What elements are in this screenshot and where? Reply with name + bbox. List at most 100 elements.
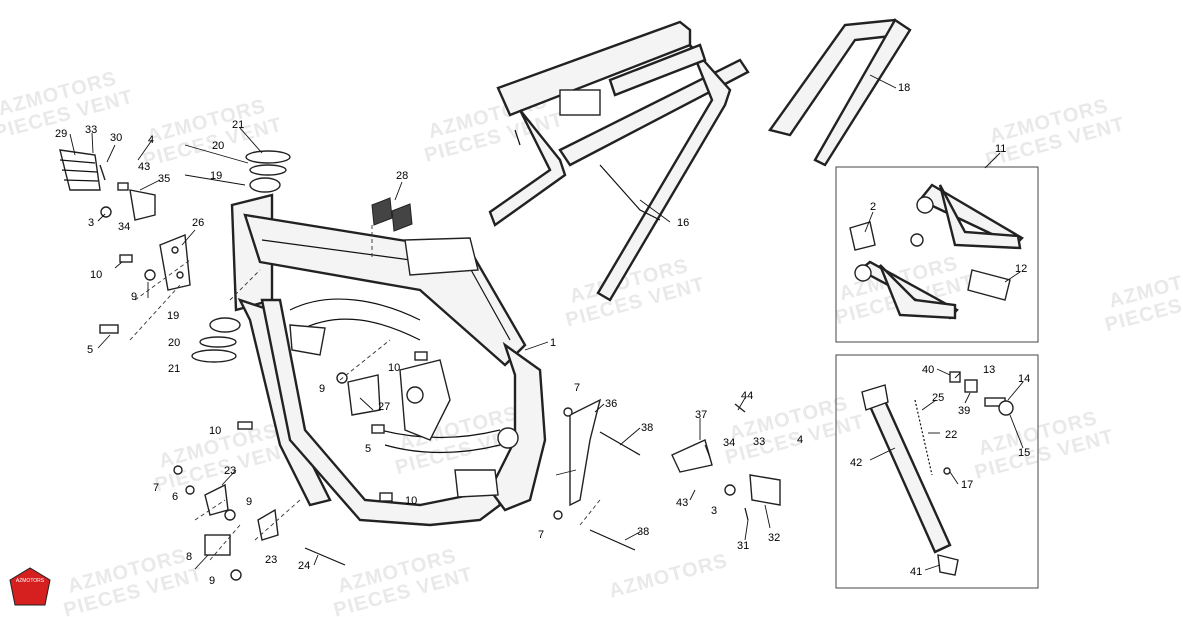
side-stand-head xyxy=(861,384,889,411)
callout-19: 19 xyxy=(167,310,179,322)
frame-foot xyxy=(454,469,499,498)
pivot-plate xyxy=(399,359,451,441)
subframe-right-stay xyxy=(596,44,732,302)
race-20-top xyxy=(249,164,287,176)
callout-20: 20 xyxy=(168,337,180,349)
callout-9: 9 xyxy=(246,496,252,508)
race-20-bottom xyxy=(199,336,237,348)
small-bolt xyxy=(943,467,951,475)
callout-35: 35 xyxy=(158,173,170,185)
callout-26: 26 xyxy=(192,217,204,229)
callout-29: 29 xyxy=(55,128,67,140)
spring-31 xyxy=(744,507,749,521)
callout-24: 24 xyxy=(298,560,310,572)
callout-3: 3 xyxy=(88,217,94,229)
callout-18: 18 xyxy=(898,82,910,94)
callout-40: 40 xyxy=(922,364,934,376)
rear-subframe xyxy=(488,20,750,302)
callout-33: 33 xyxy=(85,124,97,136)
callout-21: 21 xyxy=(168,363,180,375)
callout-9: 9 xyxy=(209,575,215,587)
callout-10: 10 xyxy=(90,269,102,281)
bolt-38a xyxy=(599,431,641,456)
callout-38: 38 xyxy=(641,422,653,434)
footpeg-arm-lower xyxy=(878,264,957,320)
seal-21-bottom xyxy=(191,349,237,363)
callout-4: 4 xyxy=(148,134,154,146)
footpeg-32 xyxy=(749,474,781,506)
bolt-10b xyxy=(237,421,253,430)
left-footpeg-group xyxy=(59,149,156,221)
callout-34: 34 xyxy=(723,437,735,449)
callout-22: 22 xyxy=(945,429,957,441)
callout-20: 20 xyxy=(212,140,224,152)
callout-11: 11 xyxy=(995,143,1006,155)
callout-10: 10 xyxy=(209,425,221,437)
spring-plate xyxy=(998,400,1014,416)
bolt-10d xyxy=(414,351,428,361)
nut-7a xyxy=(173,465,183,475)
callout-28: 28 xyxy=(396,170,408,182)
footpeg-bracket-lower xyxy=(938,184,1022,250)
spring-30 xyxy=(99,164,106,181)
bolt-34 xyxy=(117,182,129,191)
sidestand-box-border xyxy=(835,354,1039,589)
bracket-27 xyxy=(347,374,381,416)
lower-left-parts xyxy=(99,254,346,581)
callout-16: 16 xyxy=(677,217,689,229)
collar xyxy=(964,379,978,393)
callout-leaders xyxy=(69,74,1024,571)
callout-21: 21 xyxy=(232,119,244,131)
bolt-5b xyxy=(371,424,385,434)
side-stand-box xyxy=(835,354,1039,589)
callout-10: 10 xyxy=(388,362,400,374)
swingarm-pivot xyxy=(497,427,519,449)
callout-7: 7 xyxy=(574,382,580,394)
callout-31: 31 xyxy=(737,540,749,552)
callout-17: 17 xyxy=(961,479,973,491)
footpeg-set-box xyxy=(835,166,1039,343)
callout-14: 14 xyxy=(1018,373,1030,385)
grab-handle-right-arm xyxy=(813,18,912,167)
callout-27: 27 xyxy=(378,401,390,413)
subframe-top-rail xyxy=(496,20,692,117)
bracket-36 xyxy=(569,398,602,507)
subframe-plate xyxy=(559,89,601,116)
part-44 xyxy=(734,403,746,413)
callout-labels: 1 2 3 3 4 4 5 5 6 7 7 7 8 9 9 9 9 10 10 … xyxy=(55,82,1030,587)
side-stand-foot xyxy=(937,554,959,576)
watermark-text: AZMOTORS xyxy=(607,550,731,603)
subframe-inner-rail xyxy=(608,43,707,97)
spring xyxy=(914,399,933,476)
callout-6: 6 xyxy=(172,491,178,503)
bolt-10c xyxy=(379,492,393,502)
callout-9: 9 xyxy=(319,383,325,395)
dashed-leaders xyxy=(129,225,601,561)
subframe-crossbar xyxy=(558,58,750,167)
callout-12: 12 xyxy=(1015,263,1027,275)
engine-mount-26 xyxy=(159,234,191,291)
bolt-10 xyxy=(119,254,133,263)
washer-6 xyxy=(185,485,195,495)
callout-8: 8 xyxy=(186,551,192,563)
callout-39: 39 xyxy=(958,405,970,417)
bracket-23b xyxy=(257,508,279,541)
bearing-19-top xyxy=(249,177,281,193)
subframe-left-stay xyxy=(488,109,567,227)
nut-9c xyxy=(230,569,242,581)
azmotors-logo: AZMOTORS xyxy=(9,567,51,606)
callout-32: 32 xyxy=(768,532,780,544)
seal-21-top xyxy=(245,150,291,164)
footpeg-rubber xyxy=(967,269,1011,301)
footpeg-bolt xyxy=(849,221,876,251)
side-stand-leg xyxy=(863,388,952,554)
tank-bracket xyxy=(404,237,479,276)
bolt-38b xyxy=(589,529,636,551)
callout-19: 19 xyxy=(210,170,222,182)
steering-bearings xyxy=(191,150,291,363)
callout-10: 10 xyxy=(405,495,417,507)
callout-13: 13 xyxy=(983,364,995,376)
callout-43: 43 xyxy=(676,497,688,509)
washer-3 xyxy=(100,206,112,218)
